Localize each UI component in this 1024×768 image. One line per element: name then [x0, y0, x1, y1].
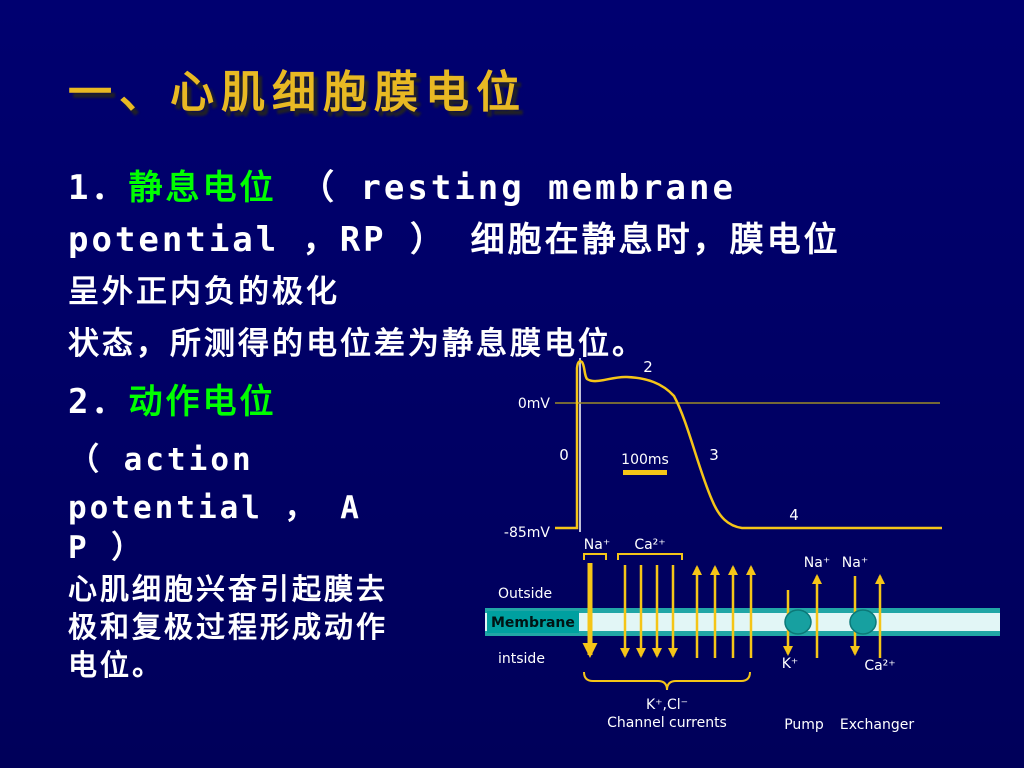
- channel-currents: Na⁺ Ca²⁺ K⁺,Cl⁻ Channel currents: [582, 537, 756, 731]
- phase-4-label: 4: [789, 506, 799, 524]
- p1-line3: 呈外正内负的极化: [68, 274, 340, 310]
- p2-line3: P ）: [68, 530, 146, 566]
- p1-line1: 1．静息电位 （ resting membrane: [68, 160, 736, 209]
- p1-term-resting-potential: 静息电位: [128, 168, 277, 208]
- membrane-potential-diagram: 0mV -85mV 100ms 0 2 3 4 Membrane Outside…: [485, 358, 1000, 733]
- exchanger-ellipse: [849, 609, 877, 635]
- membrane-band: Membrane Outside intside: [485, 586, 1000, 667]
- exchanger-label: Exchanger: [840, 717, 914, 733]
- zero-mv-label: 0mV: [518, 396, 551, 412]
- ca-channel-label: Ca²⁺: [634, 537, 665, 553]
- na-bracket: [583, 553, 607, 560]
- p1-rest: （ resting membrane: [276, 168, 736, 208]
- ap-trace: [555, 360, 942, 530]
- p2-line4: 心肌细胞兴奋引起膜去: [68, 572, 389, 606]
- action-potential-curve: 0mV -85mV 100ms 0 2 3 4: [504, 358, 942, 541]
- p2-line2: potential ， A: [68, 490, 362, 526]
- pump-k-label: K⁺: [782, 656, 799, 672]
- membrane-band-top-edge: [485, 608, 1000, 613]
- p2-term-action-potential: 动作电位: [128, 382, 277, 422]
- time-scale-label: 100ms: [621, 452, 669, 468]
- slide-title: 一、心肌细胞膜电位: [68, 67, 527, 118]
- p2-line1: （ action: [68, 442, 254, 478]
- time-scale-bar: [623, 470, 667, 475]
- minus85-mv-label: -85mV: [504, 525, 551, 541]
- inside-label: intside: [498, 651, 545, 667]
- kcl-label: K⁺,Cl⁻: [646, 697, 688, 713]
- na-channel-label: Na⁺: [584, 537, 610, 553]
- p1-number: 1．: [68, 168, 129, 208]
- membrane-band-bottom-edge: [485, 631, 1000, 636]
- phase-2-label: 2: [643, 358, 653, 376]
- ca-bracket: [617, 553, 683, 560]
- phase-3-label: 3: [709, 446, 719, 464]
- pump-na-label: Na⁺: [804, 555, 830, 571]
- phase-0-label: 0: [559, 446, 569, 464]
- pump-exchanger: Na⁺ Na⁺ K⁺ Ca²⁺ Pump Exchanger: [782, 555, 915, 733]
- exchanger-na-label: Na⁺: [842, 555, 868, 571]
- p2-line6: 电位。: [68, 648, 165, 682]
- pump-label: Pump: [784, 717, 824, 733]
- membrane-label: Membrane: [491, 615, 575, 631]
- p2-number: 2．: [68, 382, 129, 422]
- membrane-label-bg: [487, 611, 579, 633]
- p2-head: 2．动作电位: [68, 374, 276, 423]
- exchanger-ca-label: Ca²⁺: [864, 658, 895, 674]
- p1-line4: 状态，所测得的电位差为静息膜电位。: [68, 326, 646, 362]
- pump-ellipse: [784, 609, 812, 635]
- outside-label: Outside: [498, 586, 552, 602]
- p1-line2: potential ，RP ） 细胞在静息时，膜电位: [68, 220, 841, 260]
- channel-currents-label: Channel currents: [607, 715, 727, 731]
- p2-line5: 极和复极过程形成动作: [68, 610, 389, 644]
- channel-currents-brace: [583, 671, 751, 691]
